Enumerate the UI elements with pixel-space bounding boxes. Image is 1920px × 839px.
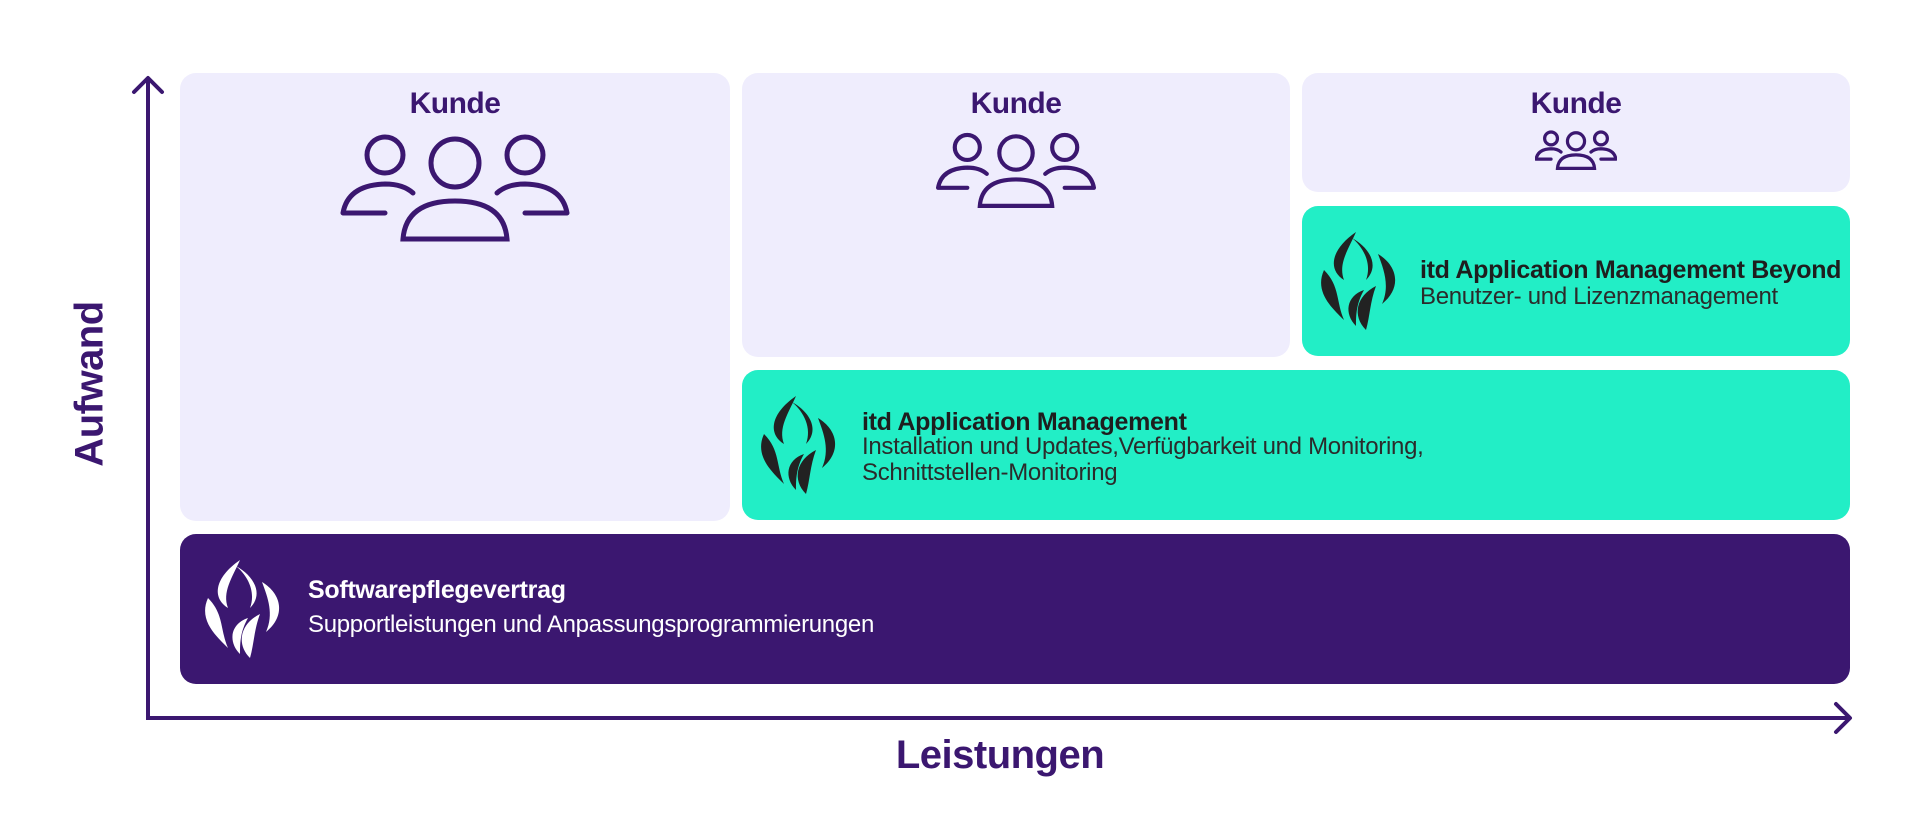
kunde-panel-2: Kunde <box>742 73 1290 357</box>
itd-logo-icon <box>205 560 280 658</box>
users-icon-small <box>1535 130 1617 170</box>
service-beyond-panel: itd Application Management Beyond Benutz… <box>1302 206 1850 356</box>
users-icon-medium <box>936 132 1096 208</box>
service-beyond-title: itd Application Management Beyond <box>1420 256 1842 284</box>
service-softwarepflege-panel: Softwarepflegevertrag Supportleistungen … <box>180 534 1850 684</box>
service-softwarepflege-description: Supportleistungen und Anpassungsprogramm… <box>308 611 874 638</box>
kunde-title-3: Kunde <box>1530 87 1622 120</box>
service-beyond-description: Benutzer- und Lizenzmanagement <box>1420 283 1778 310</box>
y-axis-label: Aufwand <box>67 301 112 467</box>
service-application-management-title: itd Application Management <box>862 408 1187 436</box>
kunde-panel-3: Kunde <box>1302 73 1850 192</box>
users-icon-large <box>340 134 570 242</box>
service-softwarepflege-title: Softwarepflegevertrag <box>308 576 566 604</box>
kunde-title-1: Kunde <box>409 87 501 120</box>
x-axis-label: Leistungen <box>895 733 1105 777</box>
kunde-panel-1: Kunde <box>180 73 730 521</box>
service-application-management-panel: itd Application Management Installation … <box>742 370 1850 520</box>
kunde-title-2: Kunde <box>970 87 1062 120</box>
itd-logo-icon <box>1321 232 1396 330</box>
service-application-management-description-line1: Installation und Updates,Verfügbarkeit u… <box>862 433 1424 460</box>
service-application-management-description-line2: Schnittstellen-Monitoring <box>862 459 1118 486</box>
y-axis <box>132 76 164 720</box>
itd-logo-icon <box>761 396 836 494</box>
x-axis <box>148 702 1852 734</box>
